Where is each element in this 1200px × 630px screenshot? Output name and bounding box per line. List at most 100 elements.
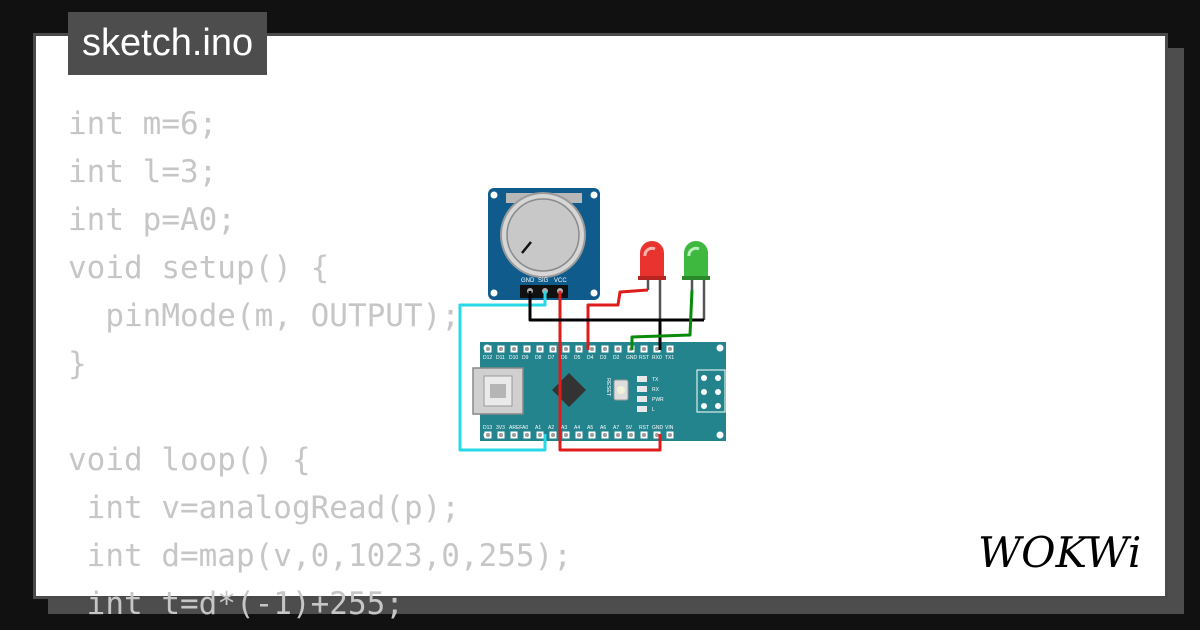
bottom-pin-label: A2 xyxy=(548,425,554,431)
bottom-pin-hole xyxy=(564,433,568,437)
red-led-rim xyxy=(638,276,666,280)
project-card: int m=6;int l=3;int p=A0;void setup() { … xyxy=(33,33,1168,622)
bottom-pin-hole xyxy=(486,433,490,437)
bottom-pin-label: A1 xyxy=(535,425,541,431)
green-led[interactable] xyxy=(682,241,710,280)
bottom-pin-label: AREF xyxy=(509,425,522,431)
led-label-rx: RX xyxy=(652,387,660,393)
bottom-pin-row xyxy=(484,431,674,439)
code-line: int m=6; xyxy=(68,106,218,142)
top-pin-hole xyxy=(525,347,529,351)
bottom-pin-label: A0 xyxy=(522,425,528,431)
bottom-pin-hole xyxy=(512,433,516,437)
board-led xyxy=(637,376,647,382)
mount-hole xyxy=(716,431,724,439)
top-pin-hole xyxy=(551,347,555,351)
bottom-pin-label: A6 xyxy=(600,425,606,431)
red-led-body xyxy=(640,241,664,276)
top-pin-hole xyxy=(577,347,581,351)
potentiometer-knob[interactable] xyxy=(506,198,580,272)
bottom-pin-label: 3V3 xyxy=(496,425,505,431)
top-pin-label: D3 xyxy=(600,355,607,361)
code-line: void loop() { xyxy=(68,442,311,478)
potentiometer[interactable]: GND SIG VCC xyxy=(488,188,600,300)
top-pin-hole xyxy=(590,347,594,351)
usb-socket xyxy=(490,384,506,398)
icsp-pin xyxy=(701,403,707,409)
bottom-pin-hole xyxy=(499,433,503,437)
top-pin-label: D8 xyxy=(535,355,542,361)
bottom-pin-hole xyxy=(551,433,555,437)
code-line: void setup() { xyxy=(68,250,330,286)
reset-button-cap[interactable] xyxy=(617,386,625,394)
pin-label-gnd: GND xyxy=(521,278,535,284)
top-pin-label: D2 xyxy=(613,355,620,361)
top-pin-hole xyxy=(603,347,607,351)
mount-hole xyxy=(490,191,498,199)
bottom-pin-label: A4 xyxy=(574,425,580,431)
bottom-pin-hole xyxy=(577,433,581,437)
wire-cyan[interactable] xyxy=(458,291,547,452)
code-line: int t=d*(-1)+255; xyxy=(68,586,404,622)
bottom-pin-hole xyxy=(590,433,594,437)
bottom-pin-label: VIN xyxy=(665,425,674,431)
top-pin-hole xyxy=(512,347,516,351)
green-led-highlight xyxy=(687,246,700,257)
top-pin-hole xyxy=(616,347,620,351)
bottom-pin-hole xyxy=(668,433,672,437)
bottom-pin-label: D13 xyxy=(483,425,492,431)
bottom-pin-hole xyxy=(655,433,659,437)
top-pin-label: RX0 xyxy=(652,355,662,361)
bottom-pin-label: A3 xyxy=(561,425,567,431)
top-pin-label: D9 xyxy=(522,355,529,361)
wire-red-vcc[interactable] xyxy=(558,291,662,452)
top-pin-hole xyxy=(564,347,568,351)
top-pin-label: D6 xyxy=(561,355,568,361)
led-label-pwr: PWR xyxy=(652,397,664,403)
wire-green-led[interactable] xyxy=(630,289,694,350)
pin-label-sig: SIG xyxy=(538,278,549,284)
board-led xyxy=(637,406,647,412)
top-pin-label: D4 xyxy=(587,355,594,361)
mount-hole xyxy=(590,191,598,199)
icsp-pin xyxy=(715,389,721,395)
code-line: int d=map(v,0,1023,0,255); xyxy=(68,538,572,574)
top-pin-label: D12 xyxy=(483,355,492,361)
mount-hole xyxy=(716,344,724,352)
code-line: } xyxy=(68,346,87,382)
green-led-rim xyxy=(682,276,710,280)
pin-label-vcc: VCC xyxy=(554,278,567,284)
top-pin-label: RST xyxy=(639,355,649,361)
top-pin-hole xyxy=(486,347,490,351)
green-led-body xyxy=(684,241,708,276)
bottom-pin-hole xyxy=(616,433,620,437)
top-pin-label: D10 xyxy=(509,355,518,361)
bottom-pin-label: GND xyxy=(652,425,664,431)
top-pin-label: TX1 xyxy=(665,355,674,361)
bottom-pin-hole xyxy=(538,433,542,437)
top-pin-hole xyxy=(642,347,646,351)
mount-hole xyxy=(490,289,498,297)
knob-indicator xyxy=(521,241,532,254)
top-pin-hole xyxy=(538,347,542,351)
top-pin-label: GND xyxy=(626,355,638,361)
code-line: int l=3; xyxy=(68,154,218,190)
board-led xyxy=(637,396,647,402)
board-led xyxy=(637,386,647,392)
top-pin-label: D11 xyxy=(496,355,505,361)
code-line: int p=A0; xyxy=(68,202,236,238)
code-preview: int m=6;int l=3;int p=A0;void setup() { … xyxy=(68,100,572,628)
bottom-pin-label: A7 xyxy=(613,425,619,431)
led-label-tx: TX xyxy=(652,377,659,383)
icsp-pin xyxy=(715,375,721,381)
bottom-pin-label: A5 xyxy=(587,425,593,431)
bottom-pin-hole xyxy=(629,433,633,437)
red-led[interactable] xyxy=(638,241,666,280)
wokwi-logo: WOKWi xyxy=(978,528,1141,577)
file-title-badge: sketch.ino xyxy=(68,12,268,75)
bottom-pin-label: 5V xyxy=(626,425,633,431)
top-pin-row xyxy=(484,345,674,353)
